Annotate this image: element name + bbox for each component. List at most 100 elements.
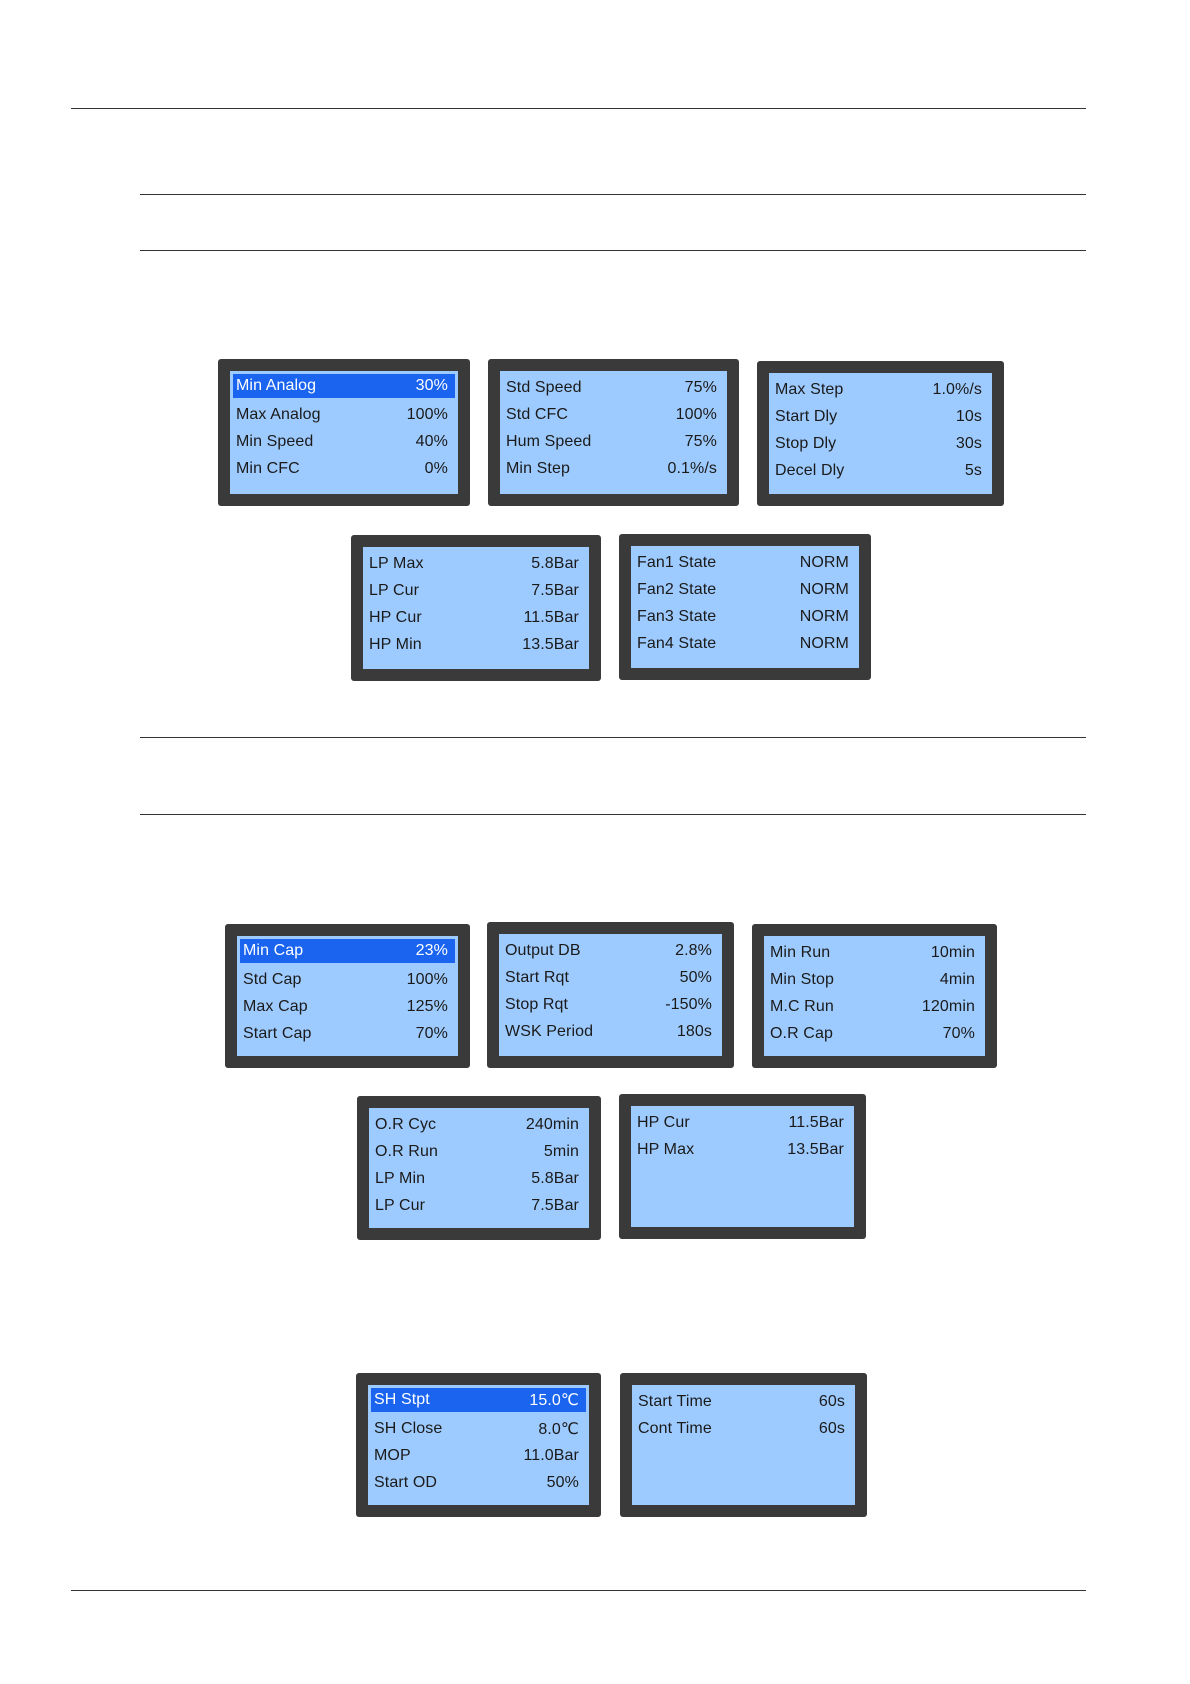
lcd-row-label: Output DB [505,941,581,959]
lcd-row: Hum Speed 75% [503,428,724,455]
lcd-row-label: Fan4 State [637,634,717,652]
lcd-row-value: 7.5Bar [531,1196,579,1214]
lcd-row-value: 5s [964,461,982,479]
section-rule [140,194,1086,195]
lcd-row-value: NORM [799,553,849,571]
lcd-row-label: Hum Speed [506,432,592,450]
lcd-row-value: 75% [684,432,717,450]
lcd-row-label: Start Cap [243,1024,312,1042]
lcd-row-value: 100% [406,405,448,423]
lcd-row: SH Close 8.0℃ [371,1415,586,1442]
lcd-row-label: O.R Cyc [375,1115,437,1133]
lcd-row-label: Min Run [770,943,831,961]
lcd-row-label: Min Step [506,459,570,477]
lcd-row-label: HP Cur [637,1113,690,1131]
lcd-row-value: 10s [955,407,982,425]
lcd-row-label: Start OD [374,1473,438,1491]
lcd-row-value: 11.0Bar [523,1446,579,1464]
lcd-row-value: 5.8Bar [531,554,579,572]
lcd-row-value: NORM [799,607,849,625]
lcd-row-value: 50% [679,968,712,986]
lcd-row-value: 240min [525,1115,579,1133]
lcd-row-label: Min Stop [770,970,834,988]
lcd-row-label: HP Max [637,1140,695,1158]
lcd-row-value: 15.0℃ [529,1392,579,1409]
lcd-row-label: Start Time [638,1392,712,1410]
lcd-row-value: 4min [939,970,975,988]
lcd-row-value: 70% [942,1024,975,1042]
lcd-row-value: 8.0℃ [538,1420,579,1438]
bottom-rule [71,1590,1086,1591]
lcd-row: HP Cur 11.5Bar [634,1109,851,1136]
lcd-row-value: 7.5Bar [531,581,579,599]
section-rule [140,814,1086,815]
lcd-row-label: LP Cur [375,1196,426,1214]
lcd-row: HP Min 13.5Bar [366,631,586,658]
section-rule [140,737,1086,738]
lcd-row-value: 5min [543,1142,579,1160]
lcd-row: Min Stop 4min [767,966,982,993]
lcd-row-label: Fan2 State [637,580,717,598]
lcd-row-label: Max Cap [243,997,308,1015]
lcd-row-label: O.R Run [375,1142,438,1160]
lcd-row-label: Min Cap [243,942,304,959]
lcd-row-label: Stop Rqt [505,995,569,1013]
lcd-row-value: 60s [818,1419,845,1437]
lcd-row: Start Rqt 50% [502,964,719,991]
lcd-row-label: Min Analog [236,377,317,394]
lcd-row-label: M.C Run [770,997,834,1015]
lcd-row-value: 11.5Bar [788,1113,844,1131]
lcd-row-value: 125% [406,997,448,1015]
lcd-row: LP Cur 7.5Bar [372,1192,586,1219]
lcd-row: Min Run 10min [767,939,982,966]
lcd-row-label: HP Min [369,635,422,653]
lcd-row-value: 120min [921,997,975,1015]
lcd-row: Fan1 State NORM [634,549,856,576]
lcd-panel: Min Cap 23% Std Cap 100% Max Cap 125% Start Ca… [225,924,470,1068]
lcd-row-value: 13.5Bar [787,1140,844,1158]
lcd-row-value: 180s [676,1022,712,1040]
section-rule [140,250,1086,251]
lcd-row-label: Fan3 State [637,607,717,625]
lcd-row-label: Std Cap [243,970,302,988]
lcd-row-value: 5.8Bar [531,1169,579,1187]
lcd-row-value: 23% [415,942,448,959]
lcd-row-label: SH Close [374,1419,443,1437]
lcd-row-value: 30s [955,434,982,452]
lcd-row-value: 13.5Bar [522,635,579,653]
lcd-row-value: NORM [799,580,849,598]
lcd-row: Fan3 State NORM [634,603,856,630]
lcd-row-value: 10min [930,943,975,961]
lcd-row-label: Fan1 State [637,553,717,571]
lcd-row: LP Max 5.8Bar [366,550,586,577]
lcd-row-label: HP Cur [369,608,422,626]
lcd-row-value: 100% [406,970,448,988]
lcd-row-label: LP Max [369,554,424,572]
lcd-row-label: Start Rqt [505,968,570,986]
lcd-row: Std Cap 100% [240,966,455,993]
